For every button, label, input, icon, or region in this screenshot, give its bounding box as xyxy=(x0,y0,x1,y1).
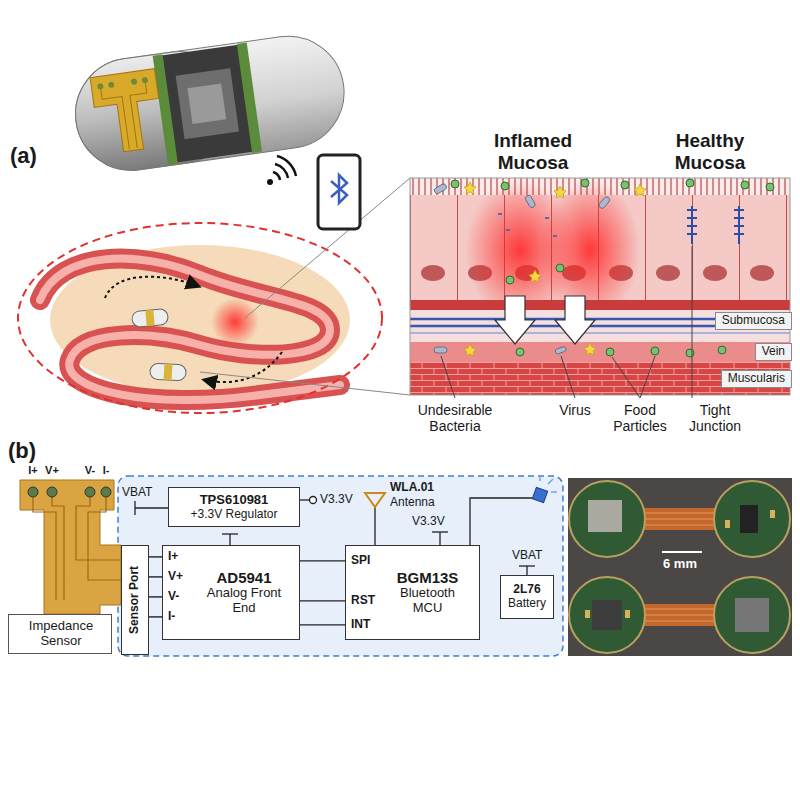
layer-tag: Vein xyxy=(755,343,792,361)
layer-name: Muscularis xyxy=(728,372,785,386)
signal-wire xyxy=(149,576,162,577)
callout-label: Virus xyxy=(545,402,605,418)
callout-label: Tight Junction xyxy=(680,402,750,434)
port-box: Sensor Port xyxy=(121,545,149,655)
pin-name: I+ xyxy=(168,550,178,564)
region-title: Healthy Mucosa xyxy=(655,130,765,174)
signal-wire xyxy=(300,624,345,625)
layer-tag: Submucosa xyxy=(715,312,792,330)
signal-wire xyxy=(300,560,345,561)
pin-name: V- xyxy=(168,590,179,604)
battery-box: 2L76Battery xyxy=(500,575,554,619)
pin-name: INT xyxy=(351,618,370,632)
box-text: Analog Front End xyxy=(202,586,286,616)
circuit-panel xyxy=(118,476,563,656)
layer-tag: Muscularis xyxy=(721,370,792,388)
flex-sensor xyxy=(20,480,121,614)
signal-wire xyxy=(300,600,345,601)
pcb-photo xyxy=(568,478,792,656)
part-name: Antenna xyxy=(390,496,435,510)
box-text: TPS610981 xyxy=(200,493,269,508)
pin-label: V+ xyxy=(42,464,62,477)
callout-label: Undesirable Bacteria xyxy=(400,402,510,434)
sensor-box: Impedance Sensor xyxy=(8,614,112,654)
pin-name: SPI xyxy=(351,554,370,568)
pin-name: RST xyxy=(351,594,375,608)
part-name: WLA.01 xyxy=(390,481,434,495)
wireless-icon xyxy=(267,156,296,185)
signal-wire xyxy=(149,596,162,597)
signal-wire xyxy=(149,616,162,617)
capsule-illustration xyxy=(68,29,351,177)
regulator-box: TPS610981+3.3V Regulator xyxy=(168,487,300,527)
layer-name: Submucosa xyxy=(722,314,785,328)
phone-icon xyxy=(318,155,360,229)
pin-label: I- xyxy=(96,464,116,477)
pin-name: I- xyxy=(168,610,175,624)
leader-lines xyxy=(441,246,692,398)
box-text: BGM13S xyxy=(397,569,459,586)
signal-wire xyxy=(149,556,162,557)
panel-letter: (b) xyxy=(8,438,36,463)
mcu-box: SPI RST INT BGM13SBluetooth MCU xyxy=(345,545,480,640)
antenna-symbol xyxy=(365,493,385,507)
ic-box: I+ V+ V- I- AD5941Analog Front End xyxy=(162,545,300,640)
pin-label: I+ xyxy=(23,464,43,477)
panel-letter: (a) xyxy=(10,143,37,168)
box-text: Battery xyxy=(508,597,546,611)
callout-label: Food Particles xyxy=(600,402,680,434)
intestine-illustration xyxy=(18,223,382,413)
supply-label: V3.3V xyxy=(320,493,353,507)
supply-label: V3.3V xyxy=(412,515,445,529)
pin-label: V- xyxy=(80,464,100,477)
pin-name: V+ xyxy=(168,570,183,584)
box-text: +3.3V Regulator xyxy=(190,508,277,522)
box-text: Sensor Port xyxy=(128,566,142,634)
supply-label: VBAT xyxy=(512,549,542,563)
panel-border xyxy=(410,178,790,395)
led-symbol xyxy=(532,475,557,503)
box-text: Bluetooth MCU xyxy=(386,586,470,616)
box-text: AD5941 xyxy=(216,569,271,586)
zoom-lines xyxy=(200,178,410,395)
box-text: 2L76 xyxy=(513,583,540,597)
scale-label: 6 mm xyxy=(655,557,705,572)
supply-label: VBAT xyxy=(122,486,152,500)
box-text: Impedance Sensor xyxy=(14,619,108,649)
layer-name: Vein xyxy=(762,345,785,359)
mucosa-illustration xyxy=(410,178,790,395)
region-title: Inflamed Mucosa xyxy=(478,130,588,174)
